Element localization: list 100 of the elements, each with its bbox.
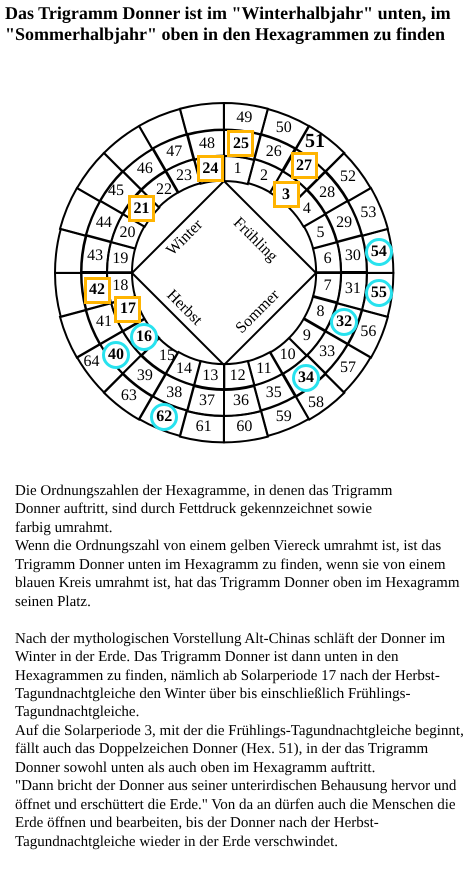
square-frame — [114, 296, 142, 322]
circle-frame — [150, 402, 178, 431]
ring-cell — [294, 372, 346, 422]
ring-cell — [360, 226, 396, 274]
circle-frame — [330, 308, 358, 336]
ring-cell — [222, 384, 263, 418]
cell-number: 28 — [319, 185, 336, 202]
cell-number: 21 — [133, 200, 150, 217]
cell-number: 37 — [199, 393, 216, 410]
ring-cell — [222, 101, 270, 136]
cell-number: 59 — [276, 408, 292, 425]
circle-frame — [364, 238, 393, 266]
cell-number: 49 — [236, 110, 252, 126]
cell-number: 55 — [370, 284, 387, 301]
cell-number: 11 — [256, 361, 272, 378]
cell-number: 30 — [344, 248, 361, 264]
cell-number: 47 — [166, 144, 182, 160]
cell-number: 10 — [280, 347, 296, 364]
square-frame — [84, 276, 110, 304]
ring-cell — [79, 233, 113, 274]
cell-number: 25 — [232, 136, 249, 152]
paragraph: Auf die Solarperiode 3, mit der die Frühlings-Tagundnachtgleiche beginnt, fällt auch das Doppelzeichen Donner (Hex. 51), in der das Trigramm Donner sowohl unten als auch oben im Hexagramm auftritt. — [15, 722, 465, 778]
cell-number: 40 — [108, 347, 124, 363]
cell-number: 50 — [276, 120, 292, 136]
cell-number: 9 — [302, 328, 311, 344]
ring-cell — [222, 359, 256, 392]
circle-frame — [102, 341, 130, 369]
cell-number: 23 — [176, 168, 192, 184]
cell-number: 24 — [202, 160, 218, 177]
cell-number: 56 — [360, 324, 376, 340]
cell-number: 53 — [360, 204, 376, 221]
cell-number: 6 — [324, 250, 332, 267]
cell-number: 14 — [176, 361, 192, 378]
cell-number: 63 — [120, 388, 137, 404]
cell-number: 3 — [282, 186, 290, 203]
cell-number: 32 — [336, 314, 352, 330]
ring-cell — [52, 226, 88, 274]
cell-number: 52 — [340, 169, 356, 186]
cell-number: 61 — [196, 419, 212, 436]
circle-frame — [292, 364, 320, 392]
cell-number: 31 — [344, 281, 361, 298]
cell-number: 33 — [319, 344, 336, 360]
circle-frame — [130, 323, 158, 351]
cell-number: 39 — [136, 368, 153, 384]
ring-cell — [222, 408, 270, 444]
cell-number: 4 — [302, 200, 311, 217]
title: Das Trigramm Donner ist im "Winterhalbjahr" unten, im "Sommerhalbjahr" oben in den Hexagrammen zu finden — [5, 3, 452, 44]
ring-cell — [102, 124, 154, 174]
paragraph: Wenn die Ordnungszahl von einem gelben Viereck umrahmt ist, ist das Trigramm Donner unten im Hexagramm zu finden, wenn sie von einem blauen Kreis umrahmt ist, hat das Trigramm Donner oben im Hexagramm seinen Platz. — [15, 537, 460, 612]
cell-number: 22 — [156, 182, 172, 198]
cell-number: 35 — [266, 384, 282, 401]
cell-number: 2 — [260, 168, 268, 184]
cell-number: 18 — [112, 278, 128, 294]
ring-cell — [184, 128, 226, 162]
ring-cell — [79, 270, 114, 312]
cell-number: 20 — [119, 224, 136, 240]
ring-cell — [75, 150, 125, 203]
ring-cell — [310, 270, 343, 305]
cell-number: 8 — [316, 304, 325, 320]
cell-number: 57 — [340, 360, 356, 376]
paragraph: Die Ordnungszahlen der Hexagramme, in denen das Trigramm Donner auftritt, sind durch Fettdruck gekennzeichnet sowie farbig umrahmt. — [15, 482, 394, 538]
cell-number: 16 — [136, 329, 152, 345]
square-frame — [290, 152, 318, 180]
cell-number: 48 — [199, 136, 216, 152]
cell-number: 62 — [156, 408, 172, 425]
ring-cell — [335, 233, 369, 274]
cell-number: 46 — [136, 161, 153, 178]
ring-cell — [178, 408, 226, 444]
circle-frame — [364, 278, 393, 307]
ring-cell — [310, 240, 343, 274]
cell-number: 7 — [324, 278, 332, 294]
square-frame — [272, 181, 300, 208]
cell-number: 44 — [96, 214, 112, 231]
cell-number: 17 — [120, 301, 136, 317]
ring-cell — [360, 270, 396, 318]
cell-number: 64 — [83, 354, 100, 370]
cell-number: 41 — [96, 314, 112, 330]
cell-number: 43 — [87, 248, 104, 264]
square-frame — [227, 130, 254, 158]
ring-cell — [178, 101, 226, 136]
cell-number: 58 — [308, 395, 324, 412]
cell-number: 1 — [234, 160, 242, 177]
cell-number: 34 — [298, 370, 314, 386]
cell-number: 12 — [230, 368, 246, 384]
cell-number: 29 — [336, 214, 352, 231]
paragraph: "Dann bricht der Donner aus seiner unterirdischen Behausung hervor und öffnet und erschüttert die Erde." Von da an dürfen auch die Menschen die Erde öffnen und bearbeiten, bis der Donner nach der Herbst-Tagundnachtgleiche wieder in der Erde verschwindet. — [15, 777, 458, 852]
cell-number: 27 — [296, 158, 312, 174]
cell-number: 42 — [89, 282, 105, 298]
cell-number: 19 — [112, 250, 128, 267]
cell-number: 51 — [305, 131, 325, 152]
cell-number: 54 — [370, 244, 387, 260]
paragraph: Nach der mythologischen Vorstellung Alt-Chinas schläft der Donner im Winter in der Erde. Das Trigramm Donner ist dann unten in den Hexagrammen zu finden, nämlich ab Solarperiode 17 nach der Herbst-Tagundnachtgleiche den Winter über bis einschließlich Frühlings-Tagundnachtgleiche. — [15, 630, 446, 722]
square-frame — [196, 155, 224, 182]
ring-cell — [192, 359, 226, 392]
cell-number: 5 — [316, 224, 325, 240]
ring-cell — [335, 270, 369, 312]
cell-number: 45 — [108, 182, 124, 199]
ring-cell — [246, 157, 284, 195]
cell-number: 60 — [236, 419, 252, 436]
cell-number: 36 — [232, 393, 249, 410]
